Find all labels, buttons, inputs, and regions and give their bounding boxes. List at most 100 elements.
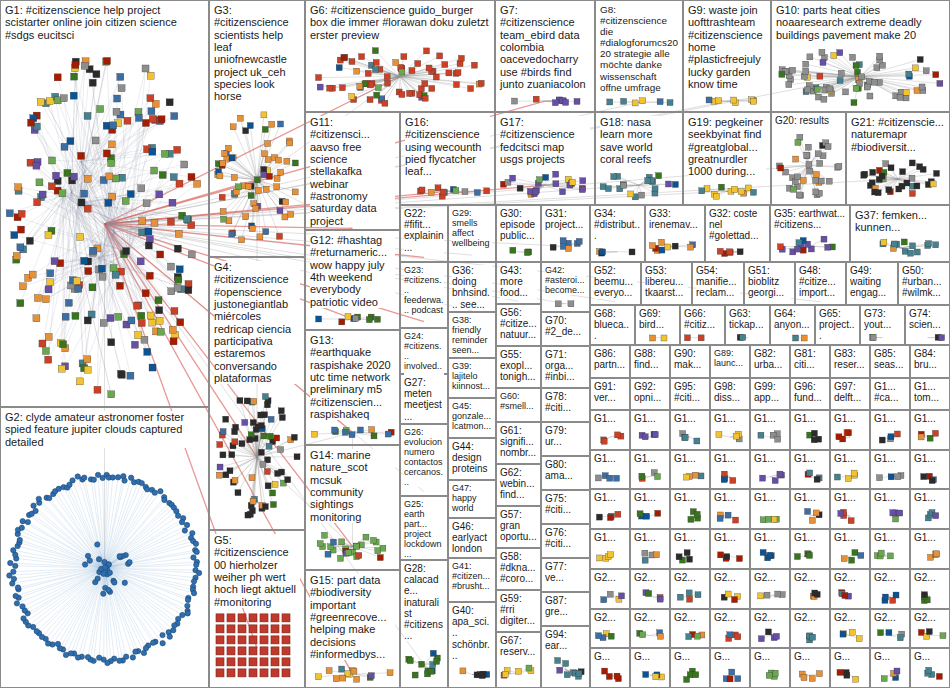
vertex-thumbnail xyxy=(257,234,263,240)
vertex-thumbnail xyxy=(283,199,289,205)
network-link xyxy=(78,205,122,375)
vertex-thumbnail xyxy=(149,115,156,122)
vertex-thumbnail xyxy=(142,290,149,297)
vertex-thumbnail xyxy=(75,285,82,292)
vertex-thumbnail xyxy=(806,161,812,167)
vertex-thumbnail xyxy=(167,263,174,270)
vertex-thumbnail xyxy=(804,152,810,158)
vertex xyxy=(145,487,150,492)
vertex-thumbnail xyxy=(65,299,72,306)
vertex-thumbnail xyxy=(239,441,245,447)
network-link xyxy=(78,203,172,330)
vertex xyxy=(25,519,30,524)
network-link xyxy=(861,60,921,77)
vertex-thumbnail xyxy=(262,126,268,132)
vertex-thumbnail xyxy=(621,98,627,104)
vertex-thumbnail xyxy=(867,93,873,99)
vertex xyxy=(13,563,18,568)
network-link xyxy=(42,568,105,637)
vertex xyxy=(96,557,101,562)
vertex xyxy=(133,649,138,654)
vertex xyxy=(194,549,199,554)
vertex-thumbnail xyxy=(261,172,267,178)
vertex-thumbnail xyxy=(123,248,130,255)
vertex-thumbnail xyxy=(232,429,238,435)
network-link xyxy=(52,568,104,645)
vertex-thumbnail xyxy=(78,152,85,159)
vertex xyxy=(160,640,165,645)
vertex-thumbnail xyxy=(155,297,162,304)
vertex xyxy=(158,489,163,494)
vertex-thumbnail xyxy=(532,189,538,195)
vertex-thumbnail xyxy=(62,313,69,320)
vertex xyxy=(36,496,41,501)
vertex-thumbnail xyxy=(803,61,809,67)
network-link xyxy=(257,457,265,507)
network-link xyxy=(71,192,179,269)
vertex-thumbnail xyxy=(237,398,243,404)
vertex xyxy=(68,651,73,656)
network-link xyxy=(75,232,114,316)
vertex-thumbnail xyxy=(84,112,91,119)
vertex-thumbnail xyxy=(826,178,832,184)
vertex-thumbnail xyxy=(340,675,346,681)
vertex-thumbnail xyxy=(6,210,13,217)
group-label: G12: #hashtag #returnameric... wow happy… xyxy=(310,234,395,308)
group-box: G8: #citizenscience die #dialogforumcs20… xyxy=(595,0,683,112)
vertex-thumbnail xyxy=(99,273,106,280)
network-link xyxy=(13,568,104,572)
network-link xyxy=(78,203,171,222)
group-label: G3: #citizenscience scientists help leaf… xyxy=(214,4,300,103)
vertex-thumbnail xyxy=(750,189,756,195)
vertex-thumbnail xyxy=(351,668,357,674)
vertex-thumbnail xyxy=(261,166,267,172)
network-link xyxy=(257,141,289,180)
vertex xyxy=(185,611,190,616)
group-box: G16: #citizenscience using wecounth pied… xyxy=(400,112,495,205)
vertex xyxy=(196,570,201,575)
group-box: G14: marine nature_scot mcsuk community … xyxy=(305,445,400,570)
network-link xyxy=(854,76,861,102)
vertex-thumbnail xyxy=(258,449,264,455)
vertex xyxy=(182,528,187,533)
vertex-thumbnail xyxy=(374,92,380,98)
group-box: G2: clyde amateur astronomer foster spie… xyxy=(0,407,209,688)
network-link xyxy=(65,147,79,203)
vertex-thumbnail xyxy=(255,187,261,193)
vertex-thumbnail xyxy=(253,426,259,432)
vertex-thumbnail xyxy=(330,539,336,545)
network-link xyxy=(50,226,108,283)
vertex-thumbnail xyxy=(315,674,321,680)
vertex-thumbnail xyxy=(92,137,99,144)
vertex-thumbnail xyxy=(238,636,246,644)
network-link xyxy=(33,226,109,275)
network-link xyxy=(78,203,182,216)
vertex xyxy=(190,530,195,535)
network-link xyxy=(128,68,145,251)
vertex-thumbnail xyxy=(382,100,388,106)
vertex-thumbnail xyxy=(349,93,355,99)
network-link xyxy=(105,516,179,568)
vertex-thumbnail xyxy=(127,372,134,379)
vertex-thumbnail xyxy=(54,97,61,104)
network-link xyxy=(861,76,902,92)
group-box: G4: #citizenscience #openscience justone… xyxy=(209,257,305,530)
group-box: G5: #citizenscience 00 hierholzer weiher… xyxy=(209,530,305,688)
vertex-thumbnail xyxy=(276,233,282,239)
vertex-thumbnail xyxy=(177,319,184,326)
vertex-thumbnail xyxy=(260,625,268,633)
vertex-thumbnail xyxy=(517,185,523,191)
vertex-thumbnail xyxy=(292,160,298,166)
vertex-thumbnail xyxy=(399,91,405,97)
vertex-thumbnail xyxy=(219,194,225,200)
vertex xyxy=(117,554,122,559)
vertex-thumbnail xyxy=(363,534,369,540)
vertex-thumbnail xyxy=(579,187,585,193)
vertex-thumbnail xyxy=(249,475,255,481)
vertex-thumbnail xyxy=(249,625,257,633)
vertex-thumbnail xyxy=(147,95,154,102)
network-link xyxy=(36,192,71,318)
network-link xyxy=(818,76,860,97)
vertex-thumbnail xyxy=(813,189,819,195)
network-link xyxy=(248,457,257,515)
